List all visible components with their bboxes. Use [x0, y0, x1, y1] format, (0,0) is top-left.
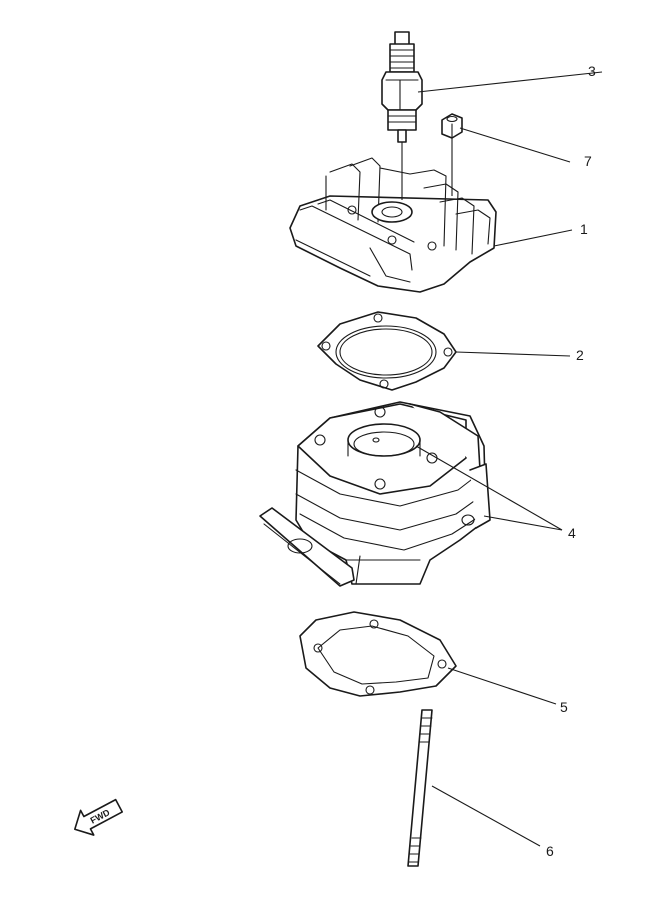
callout-7: 7: [584, 153, 592, 169]
cylinder-head: [289, 157, 497, 293]
spark-plug: [381, 31, 423, 143]
callout-6: 6: [546, 843, 554, 859]
leader-7: [459, 127, 571, 163]
leader-4b: [483, 515, 563, 531]
callout-2: 2: [576, 347, 584, 363]
callout-1: 1: [580, 221, 588, 237]
stud-bolt: [407, 709, 433, 867]
head-gasket: [317, 311, 457, 391]
callout-4: 4: [568, 525, 576, 541]
cylinder-head-nut: [441, 113, 463, 139]
fwd-arrow-icon: FWD: [74, 798, 124, 836]
leader-5: [447, 667, 557, 705]
leader-4a: [415, 445, 563, 531]
cylinder: [259, 401, 491, 587]
leader-lines: [401, 71, 603, 847]
leader-1: [493, 229, 573, 247]
leader-3: [417, 71, 603, 93]
callout-3: 3: [588, 63, 596, 79]
callout-5: 5: [560, 699, 568, 715]
base-gasket: [299, 611, 457, 697]
leader-2: [455, 351, 571, 357]
leader-6: [431, 785, 541, 847]
